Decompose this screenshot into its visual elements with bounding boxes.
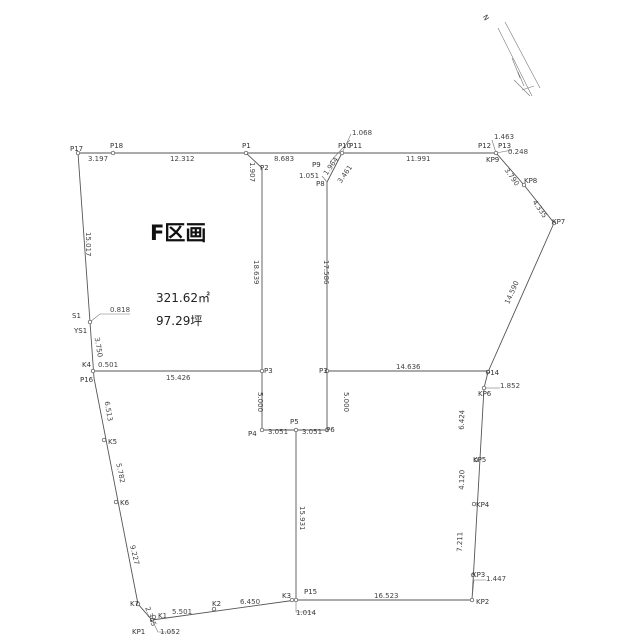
area-m2: 321.62㎡ [156,291,210,305]
dimension: 1.051 [299,172,319,180]
dimension: 1.447 [486,575,506,583]
point-label: P3 [319,367,328,375]
dimension: 15.426 [166,374,191,382]
point-label: KP2 [476,598,489,606]
dimension: 4.335 [531,198,549,219]
point-label: K1 [158,612,167,620]
point-label: P15 [304,588,317,596]
dimension: 1.068 [352,129,372,137]
dimension: 16.523 [374,592,399,600]
dimension: 5.000 [342,392,350,412]
point-label: P18 [110,142,123,150]
dimension: 6.424 [458,409,467,430]
dimension: 0.818 [110,306,130,314]
dimension-labels: 3.197 12.312 8.683 1.068 11.991 1.463 0.… [84,129,549,636]
north-arrow: N [481,14,541,97]
point-label: P2 [260,164,269,172]
point-markers [75,150,557,623]
point-label: KP7 [552,218,565,226]
point-label: P17 [70,145,83,153]
point-label: P8 [316,180,325,188]
dimension: 11.991 [406,155,431,163]
dimension: 17.586 [322,260,330,285]
point-label: P5 [290,418,299,426]
point-label: YS1 [73,327,87,335]
dimension: 1.907 [248,162,256,182]
point-label: P9 [312,161,321,169]
point-label: KP4 [476,501,490,509]
point-label: P12 [478,142,491,150]
k3-offset [295,600,314,613]
point-label: S1 [72,312,81,320]
point-label: K6 [120,499,130,507]
point-label: KP1 [132,628,145,636]
s1-offset [89,313,130,323]
kp1-offset [151,619,174,633]
dimension: 14.636 [396,363,421,371]
corner-detail [321,133,352,183]
dimension: 12.312 [170,155,195,163]
point-label: K3 [282,592,291,600]
north-label: N [481,14,491,23]
point-label: KP8 [524,177,537,185]
point-label: KP9 [486,156,499,164]
point-label: K2 [212,600,221,608]
dimension: 0.501 [98,361,118,369]
point-label: P6 [326,426,335,434]
corner-detail-p12 [491,139,513,154]
point-label: P1 [242,142,251,150]
dimension: 4.120 [458,470,467,490]
dimension: 1.052 [160,628,180,636]
point-label: P11 [349,142,362,150]
point-label: P3 [264,367,273,375]
dimension: 8.683 [274,155,294,163]
section-title: F区画 [150,221,206,245]
dimension: 3.051 [302,428,322,436]
dimension: 7.211 [456,532,465,552]
point-labels: P17 P18 P1 P2 P9 P10 P11 P8 P12 P13 KP9 … [70,142,565,636]
dimension: 0.248 [508,148,528,156]
point-label: KP3 [472,571,485,579]
point-label: KP6 [478,390,492,398]
area-tsubo: 97.29坪 [156,314,202,328]
point-label: P16 [80,376,94,384]
point-label: P10 [338,142,351,150]
dimension: 6.450 [240,598,260,606]
dimension: 2.345 [143,606,157,628]
dimension: 3.750 [93,337,104,358]
point-label: K4 [82,361,92,369]
dimension: 1.852 [500,382,520,390]
point-label: KP5 [473,456,486,464]
dimension: 14.590 [503,280,520,306]
dimension: 18.639 [252,260,260,285]
point-label: P4 [248,430,257,438]
dimension: 5.000 [256,392,264,412]
dimension: 15.017 [84,232,92,257]
dimension: 3.790 [503,166,521,187]
kp3-offset [471,579,486,601]
point-label: P14 [486,369,500,377]
dimension: 5.782 [114,463,126,484]
point-label: K7 [130,600,139,608]
dimension: 1.014 [296,609,317,617]
dimension: 15.931 [298,506,306,531]
dimension: 6.513 [103,401,114,422]
point-label: K5 [108,438,117,446]
dimension: 3.051 [268,428,288,436]
outer-boundary [77,152,555,621]
point-label: P13 [498,142,511,150]
dimension: 5.501 [172,608,192,616]
dimension: 1.463 [494,133,514,141]
dimension: 3.197 [88,155,108,163]
dimension: 3.461 [336,164,354,185]
